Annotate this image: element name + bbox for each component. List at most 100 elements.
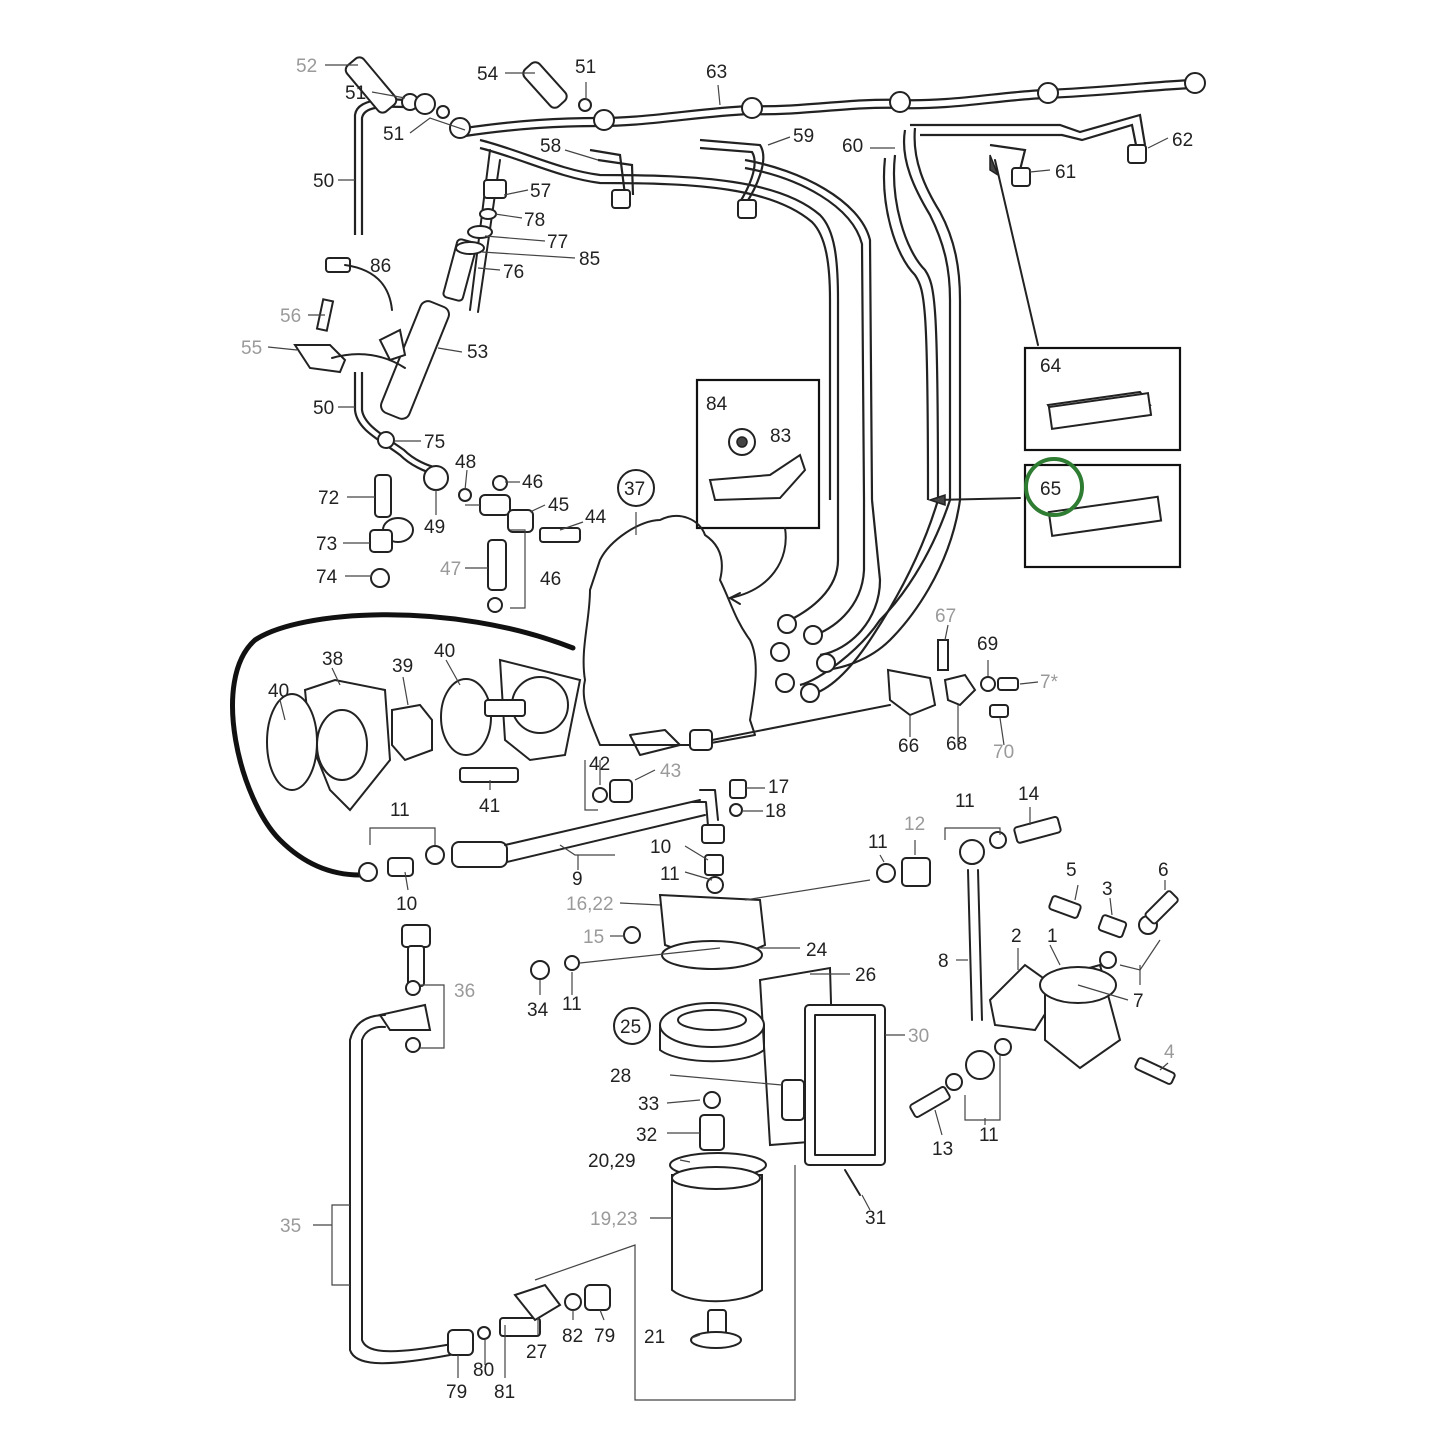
label-53: 53 [467, 342, 488, 363]
pump-fittings [369, 474, 581, 613]
label-1622: 16,22 [566, 894, 614, 915]
fuel-filter-assembly [530, 854, 886, 1349]
label-59: 59 [793, 126, 814, 147]
label-79a: 79 [594, 1326, 615, 1347]
label-49: 49 [424, 517, 445, 538]
label-42: 42 [589, 754, 610, 775]
label-43: 43 [660, 761, 681, 782]
label-86: 86 [370, 256, 391, 277]
label-52: 52 [296, 56, 317, 77]
label-57: 57 [530, 181, 551, 202]
label-2: 2 [1011, 926, 1022, 947]
banjo-bolts [344, 56, 592, 119]
label-25: 25 [620, 1017, 641, 1038]
leak-off-line [353, 93, 472, 502]
label-24: 24 [806, 940, 828, 961]
label-11a: 11 [390, 800, 410, 821]
label-85: 85 [579, 249, 600, 270]
label-80: 80 [473, 1360, 494, 1381]
label-11d: 11 [955, 791, 975, 812]
label-40b: 40 [268, 681, 289, 702]
inset-box-65 [927, 457, 1182, 569]
label-44: 44 [585, 507, 607, 528]
fuel-hose-upper [358, 779, 747, 882]
label-50b: 50 [313, 398, 334, 419]
label-68: 68 [946, 734, 967, 755]
label-72: 72 [318, 488, 339, 509]
label-1923: 19,23 [590, 1209, 638, 1230]
label-11b: 11 [660, 864, 680, 885]
injector [377, 149, 507, 449]
label-48: 48 [455, 452, 476, 473]
label-65: 65 [1040, 479, 1061, 500]
label-50a: 50 [313, 171, 334, 192]
label-4: 4 [1164, 1042, 1175, 1063]
label-30: 30 [908, 1026, 929, 1047]
routing-loop [230, 612, 576, 878]
label-82: 82 [562, 1326, 583, 1347]
label-11f: 11 [979, 1125, 999, 1146]
label-83: 83 [770, 426, 791, 447]
label-55: 55 [241, 338, 262, 359]
fuel-hose-lower [349, 924, 796, 1401]
label-61: 61 [1055, 162, 1076, 183]
pump-flanges [266, 658, 582, 812]
label-28: 28 [610, 1066, 631, 1087]
label-63: 63 [706, 62, 727, 83]
label-73: 73 [316, 534, 337, 555]
feed-pump-assembly [876, 815, 1179, 1118]
label-70: 70 [993, 742, 1014, 763]
circle-25 [613, 1007, 651, 1045]
label-35: 35 [280, 1216, 301, 1237]
label-17: 17 [768, 777, 789, 798]
label-21: 21 [644, 1327, 665, 1348]
label-56: 56 [280, 306, 301, 327]
label-74: 74 [316, 567, 338, 588]
label-37: 37 [624, 479, 645, 500]
label-18: 18 [765, 801, 786, 822]
circle-37 [617, 469, 655, 507]
label-3: 3 [1102, 879, 1113, 900]
label-71: 7* [1040, 672, 1059, 693]
label-58: 58 [540, 136, 561, 157]
label-33: 33 [638, 1094, 659, 1115]
label-64: 64 [1040, 356, 1062, 377]
label-76: 76 [503, 262, 524, 283]
label-38: 38 [322, 649, 343, 670]
label-6: 6 [1158, 860, 1169, 881]
label-15: 15 [583, 927, 604, 948]
label-39: 39 [392, 656, 413, 677]
leader-lines [267, 64, 1169, 1378]
label-66: 66 [898, 736, 919, 757]
label-79b: 79 [446, 1382, 467, 1403]
label-77: 77 [547, 232, 568, 253]
label-47: 47 [440, 559, 461, 580]
label-11e: 11 [562, 994, 582, 1015]
label-27: 27 [526, 1342, 547, 1363]
label-13: 13 [932, 1139, 953, 1160]
label-51a: 51 [575, 57, 596, 78]
label-9: 9 [572, 869, 583, 890]
label-34: 34 [527, 1000, 549, 1021]
label-40a: 40 [434, 641, 455, 662]
pump-bracket-parts [886, 639, 1019, 718]
label-84: 84 [706, 394, 728, 415]
label-62: 62 [1172, 130, 1193, 151]
label-10b: 10 [396, 894, 417, 915]
label-81: 81 [494, 1382, 515, 1403]
label-51b: 51 [345, 83, 366, 104]
injection-pipes [464, 78, 1193, 697]
label-11c: 11 [868, 832, 888, 853]
label-69: 69 [977, 634, 998, 655]
label-12: 12 [904, 814, 925, 835]
label-46b: 46 [540, 569, 561, 590]
label-5: 5 [1066, 860, 1077, 881]
label-41: 41 [479, 796, 500, 817]
labels: 52 54 51 63 51 51 58 59 60 62 61 50 57 7… [241, 56, 1193, 1403]
label-78: 78 [524, 210, 545, 231]
label-36: 36 [454, 981, 475, 1002]
label-51c: 51 [383, 124, 404, 145]
label-26: 26 [855, 965, 876, 986]
label-60: 60 [842, 136, 863, 157]
